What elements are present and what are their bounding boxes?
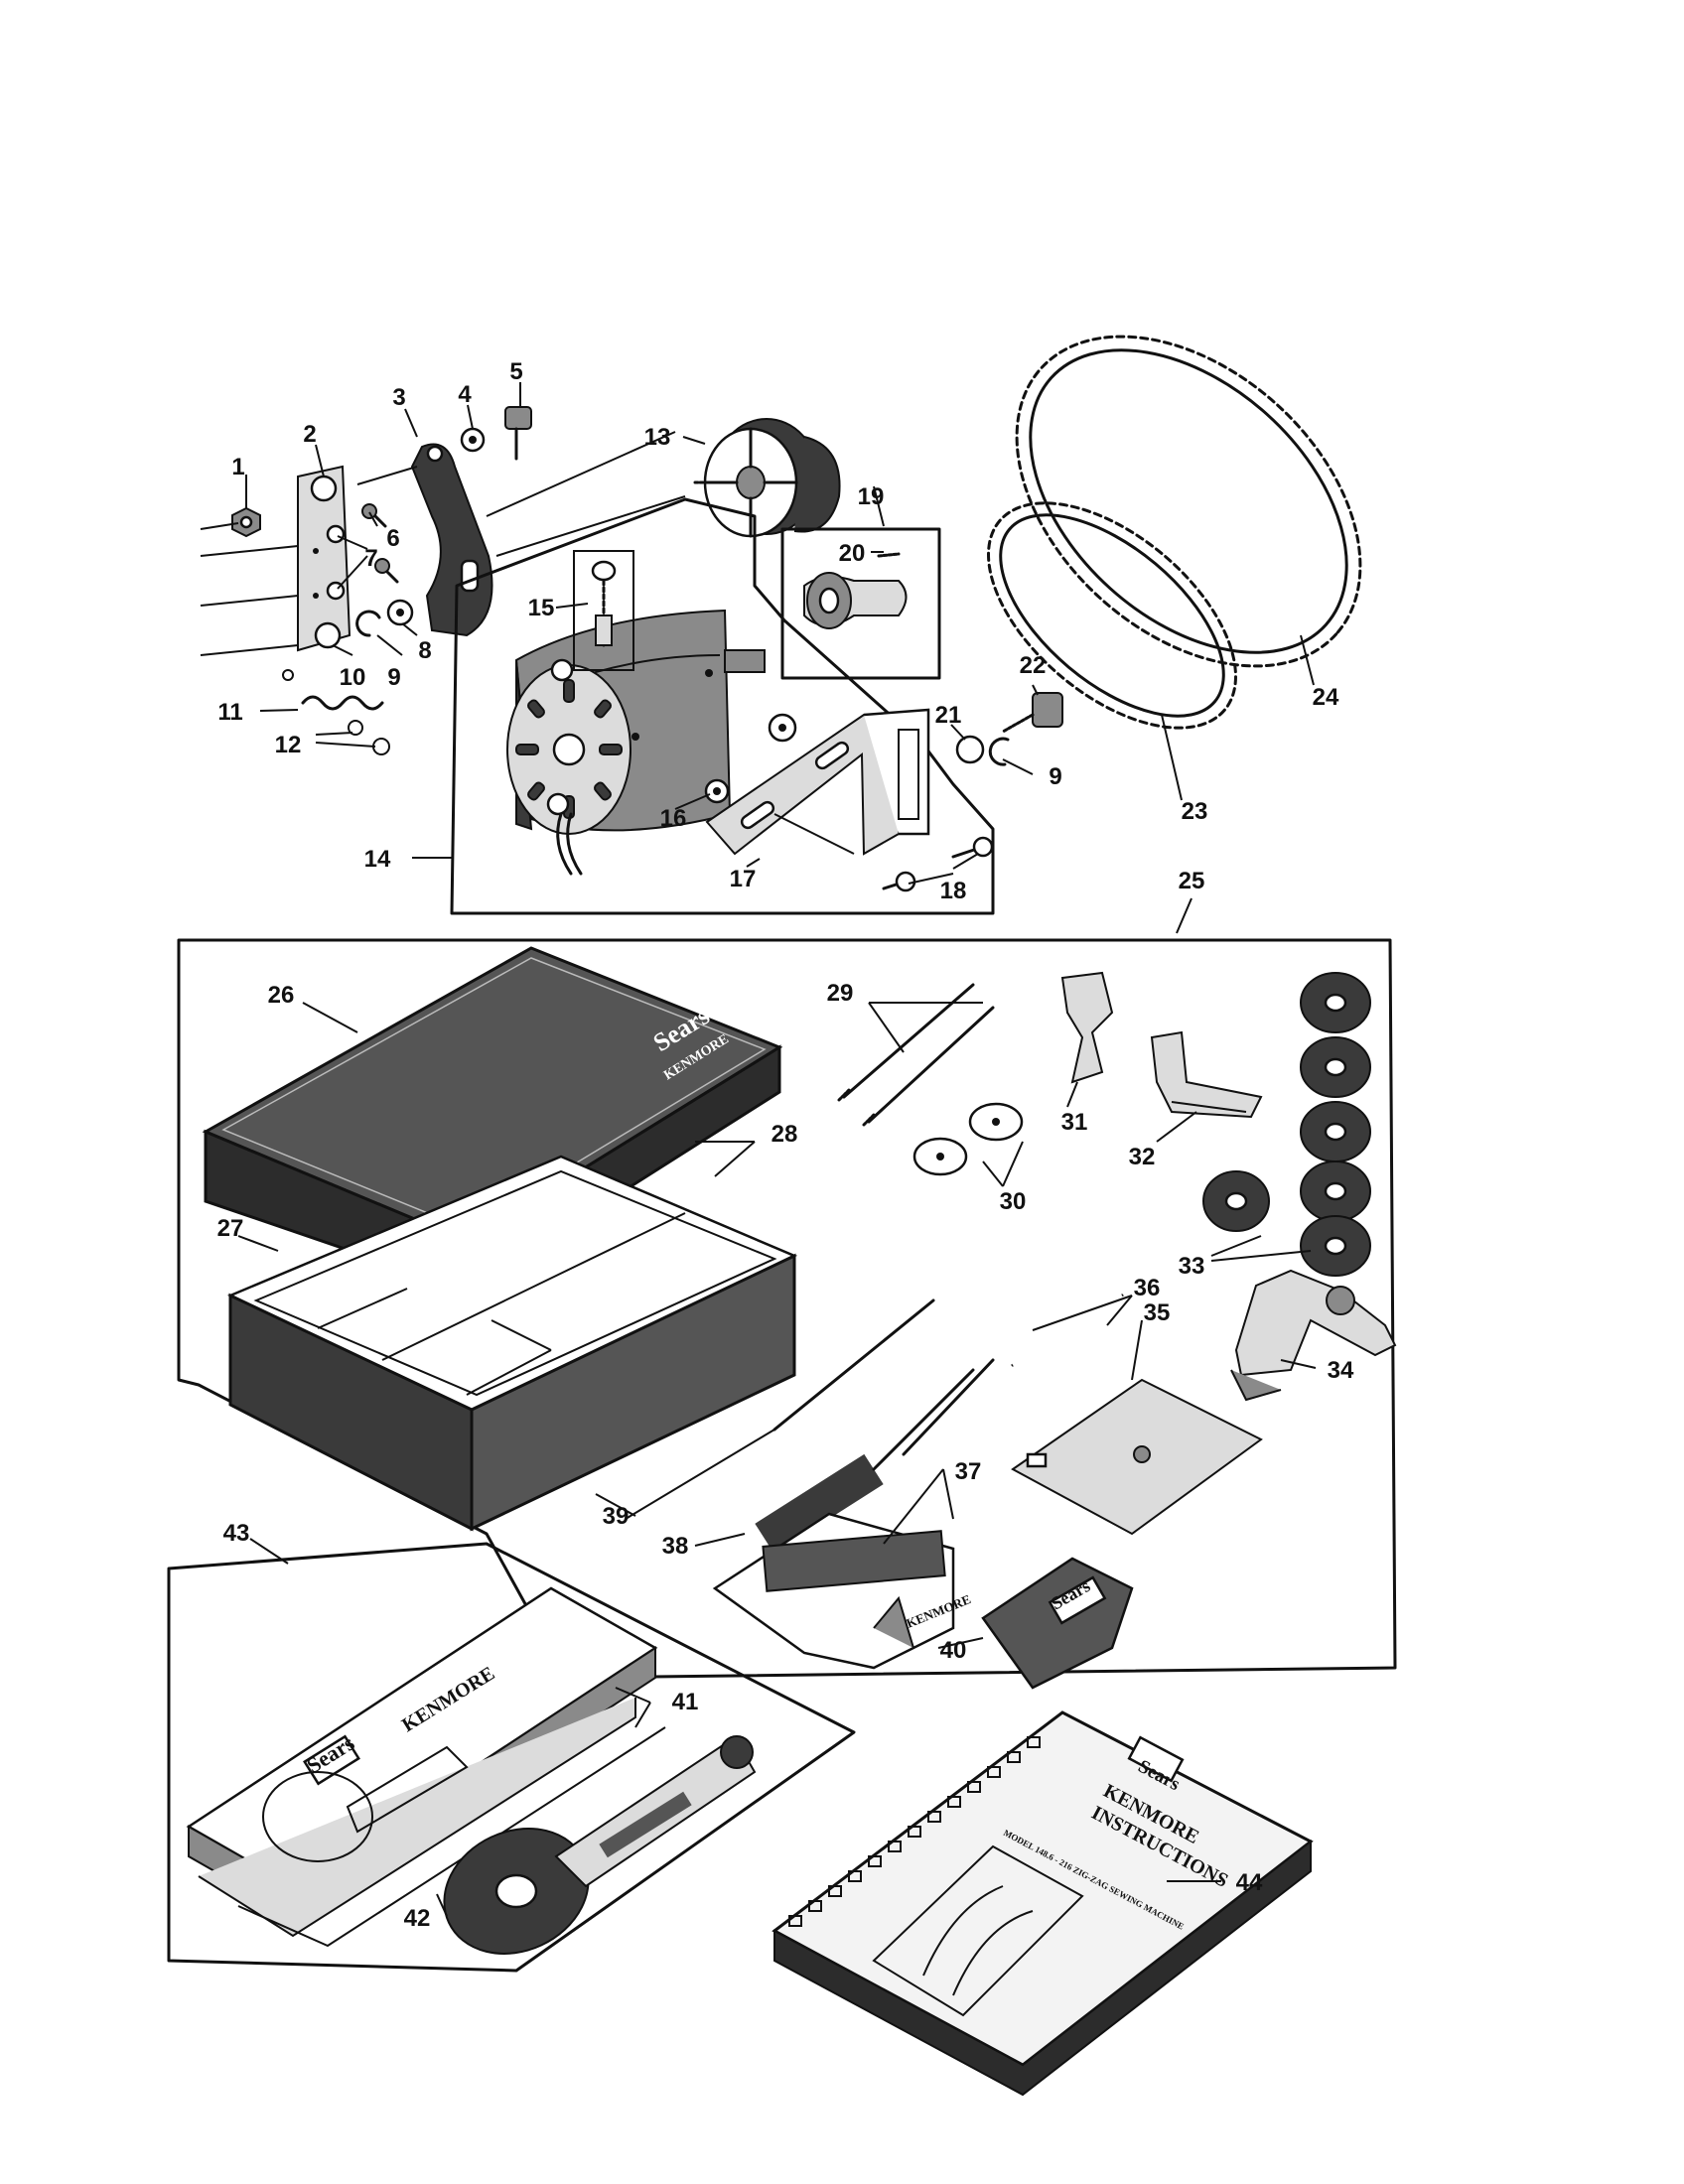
callout-35: 35 <box>1144 1299 1171 1326</box>
callout-43: 43 <box>223 1520 250 1547</box>
bobbins-33 <box>1202 972 1371 1277</box>
callout-24: 24 <box>1313 684 1339 711</box>
felt-washers-30 <box>912 1102 1024 1176</box>
linkage-arm-3 <box>410 443 493 637</box>
callout-18: 18 <box>940 878 967 904</box>
callout-8: 8 <box>418 637 431 664</box>
callout-39: 39 <box>603 1503 630 1530</box>
screw-5 <box>504 406 532 461</box>
motor-outline-14 <box>450 497 995 915</box>
clip-9a <box>355 610 381 637</box>
callout-29: 29 <box>827 980 854 1007</box>
callout-26: 26 <box>268 982 295 1009</box>
callout-21: 21 <box>935 702 962 729</box>
callout-36: 36 <box>1134 1275 1161 1301</box>
screws-6 <box>361 503 399 584</box>
pulley-13 <box>693 418 841 538</box>
motor-body <box>506 609 766 876</box>
presser-foot-31 <box>1060 971 1114 1084</box>
callout-37: 37 <box>955 1458 982 1485</box>
washers-16 <box>704 713 797 804</box>
callout-13: 13 <box>644 424 671 451</box>
callout-14: 14 <box>364 846 391 873</box>
callout-23: 23 <box>1182 798 1208 825</box>
callout-4: 4 <box>458 381 472 408</box>
screw-22 <box>1001 692 1063 734</box>
callout-15: 15 <box>528 595 555 621</box>
callout-34: 34 <box>1328 1357 1354 1384</box>
linkage-plate-2 <box>297 465 351 652</box>
presser-foot-32 <box>1150 1030 1263 1119</box>
callout-7: 7 <box>364 545 377 572</box>
callout-12: 12 <box>275 732 302 758</box>
callout-16: 16 <box>660 805 687 832</box>
screwdriver-39-brand: KENMORE <box>690 1424 761 1473</box>
callout-28: 28 <box>772 1121 798 1148</box>
callout-1: 1 <box>231 454 244 480</box>
clip-9b <box>988 737 1010 766</box>
case-lid-26: Sears KENMORE <box>202 946 783 1293</box>
screwdriver-38 <box>755 1368 975 1555</box>
callout-41: 41 <box>672 1689 699 1715</box>
callout-9b: 9 <box>1049 763 1061 790</box>
callout-numbers: 1 2 3 4 5 6 7 8 9 10 11 12 13 14 15 16 1… <box>217 358 1354 1932</box>
callout-10: 10 <box>340 664 366 691</box>
instruction-book-44: Sears KENMORE INSTRUCTIONS MODEL 148.6 -… <box>772 1710 1314 2097</box>
callout-11: 11 <box>217 699 242 726</box>
callout-44: 44 <box>1236 1869 1263 1896</box>
callout-40: 40 <box>940 1637 967 1664</box>
washer-4 <box>460 427 486 453</box>
callout-31: 31 <box>1061 1109 1088 1136</box>
throat-plate-35 <box>1011 1378 1263 1536</box>
callout-38: 38 <box>662 1533 689 1560</box>
callout-42: 42 <box>404 1905 431 1932</box>
callout-22: 22 <box>1020 652 1047 679</box>
callout-2: 2 <box>303 421 316 448</box>
screws-18 <box>882 836 994 892</box>
buttonhole-gauge-42 <box>443 1735 757 1955</box>
washer-8 <box>386 599 414 626</box>
callout-6: 6 <box>386 525 399 552</box>
bushing-box-19 <box>780 527 941 680</box>
rods-36 <box>902 1290 1126 1456</box>
washer-21 <box>955 735 985 764</box>
belt-small <box>987 501 1237 730</box>
callout-17: 17 <box>730 866 757 892</box>
callout-19: 19 <box>858 483 885 510</box>
callout-25: 25 <box>1179 868 1205 894</box>
callout-30: 30 <box>1000 1188 1027 1215</box>
buttonhole-attachment-37: KENMORE <box>712 1512 973 1670</box>
template-outline-43 <box>167 1542 856 1973</box>
callout-33: 33 <box>1179 1253 1205 1280</box>
callout-32: 32 <box>1129 1144 1156 1170</box>
template-case-41: Sears KENMORE <box>186 1586 666 1948</box>
case-base-27 <box>226 1155 798 1532</box>
linkage-leaders <box>200 431 686 656</box>
callout-5: 5 <box>509 358 522 385</box>
needle-pack-40: Sears <box>981 1557 1134 1690</box>
callout-3: 3 <box>392 384 405 411</box>
nut-1 <box>231 506 261 538</box>
spindles-29 <box>837 983 995 1127</box>
callout-9: 9 <box>387 664 400 691</box>
callout-27: 27 <box>217 1215 244 1242</box>
attachment-34 <box>1230 1269 1397 1402</box>
callout-20: 20 <box>839 540 866 567</box>
belt-large <box>1015 335 1362 668</box>
bracket-17 <box>705 708 930 856</box>
leader-lines <box>237 382 1317 1917</box>
brush-assembly-15 <box>573 550 634 671</box>
